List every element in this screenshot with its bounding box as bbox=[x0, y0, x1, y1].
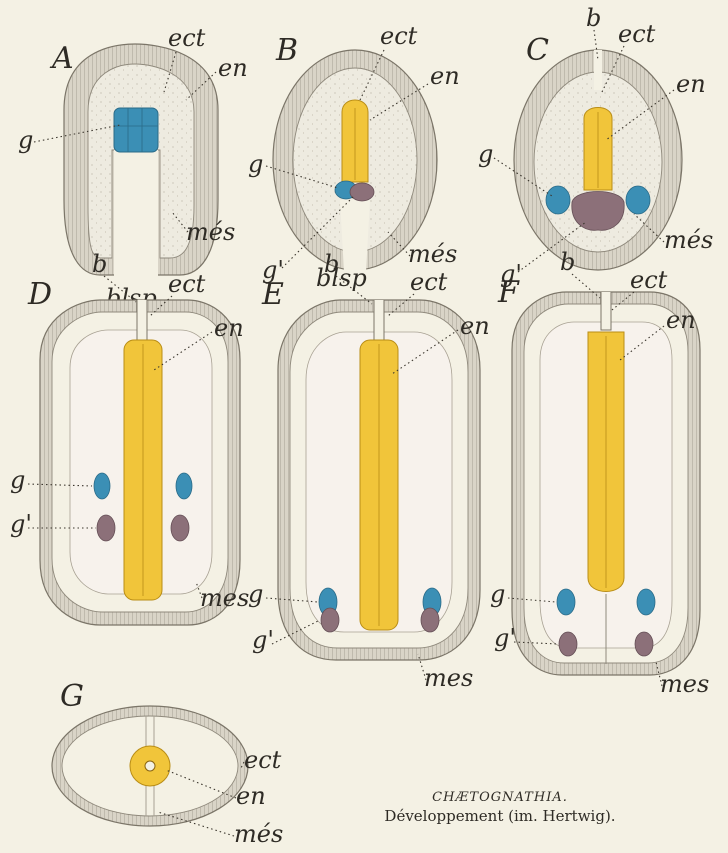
label-ect: ect bbox=[168, 24, 206, 52]
figure-d: D b ect en g g' mes bbox=[10, 250, 249, 625]
stomodeum bbox=[601, 292, 611, 330]
germ-cell-g-left bbox=[557, 589, 575, 615]
germ-cell-g-prime-right bbox=[171, 515, 189, 541]
figure-letter: D bbox=[27, 277, 52, 312]
gut-lumen bbox=[145, 761, 155, 771]
figure-g: G ect en més bbox=[52, 679, 283, 848]
label-en: en bbox=[666, 306, 696, 334]
blastopore-channel bbox=[340, 200, 370, 272]
figure-a: A ect en g més blsp bbox=[18, 24, 248, 312]
label-g: g bbox=[18, 126, 33, 154]
germ-cell-g-right bbox=[176, 473, 192, 499]
germ-cell-g-right bbox=[626, 186, 650, 214]
stomodeum bbox=[374, 300, 384, 340]
figure-c: C b ect en g g' més bbox=[478, 4, 713, 288]
label-ect: ect bbox=[244, 746, 282, 774]
label-ect: ect bbox=[168, 270, 206, 298]
label-en: en bbox=[218, 54, 248, 82]
label-en: en bbox=[430, 62, 460, 90]
label-en: en bbox=[236, 782, 266, 810]
germ-cell-g-prime-left bbox=[559, 632, 577, 656]
figure-letter: E bbox=[261, 277, 284, 312]
label-mes: més bbox=[408, 240, 457, 268]
figure-letter: A bbox=[49, 41, 74, 76]
figure-b: B ect en g g' més blsp bbox=[248, 22, 460, 292]
caption-title: CHÆTOGNATHIA. bbox=[300, 790, 700, 805]
label-mes: mes bbox=[200, 584, 249, 612]
germ-cell-g-left bbox=[94, 473, 110, 499]
label-mes: mes bbox=[660, 670, 709, 698]
label-mes: més bbox=[234, 820, 283, 848]
label-en: en bbox=[676, 70, 706, 98]
label-g-prime: g' bbox=[252, 626, 274, 654]
label-b: b bbox=[560, 248, 575, 276]
label-b: b bbox=[92, 250, 107, 278]
endoderm-block bbox=[114, 108, 158, 152]
label-g: g bbox=[490, 580, 505, 608]
germ-cell-g-prime-right bbox=[635, 632, 653, 656]
label-en: en bbox=[214, 314, 244, 342]
germ-cell-g-prime bbox=[350, 183, 374, 201]
label-b: b bbox=[324, 250, 339, 278]
germ-cell-g-prime-left bbox=[97, 515, 115, 541]
stomodeum bbox=[137, 300, 147, 340]
label-b: b bbox=[586, 4, 601, 32]
figure-letter: C bbox=[526, 33, 549, 68]
figure-f: F b ect en g g' mes bbox=[490, 248, 709, 698]
germ-cell-g-prime-right bbox=[421, 608, 439, 632]
label-mes: més bbox=[186, 218, 235, 246]
label-g-prime: g' bbox=[10, 510, 32, 538]
label-g: g bbox=[10, 466, 25, 494]
label-en: en bbox=[460, 312, 490, 340]
label-g: g bbox=[248, 150, 263, 178]
figure-letter: B bbox=[275, 33, 298, 68]
germ-cell-g-left bbox=[546, 186, 570, 214]
label-mes: mes bbox=[424, 664, 473, 692]
label-g-prime: g' bbox=[494, 624, 516, 652]
label-mes: més bbox=[664, 226, 713, 254]
label-ect: ect bbox=[380, 22, 418, 50]
figure-e: E b ect en g g' mes bbox=[248, 250, 490, 692]
blastopore-channel bbox=[114, 150, 158, 280]
blastopore-b bbox=[594, 50, 602, 90]
figure-letter: G bbox=[60, 679, 84, 714]
label-ect: ect bbox=[410, 268, 448, 296]
germ-cell-g-prime bbox=[572, 192, 624, 231]
label-ect: ect bbox=[630, 266, 668, 294]
figure-letter: F bbox=[497, 275, 520, 310]
caption-subtitle: Développement (im. Hertwig). bbox=[300, 807, 700, 825]
germ-cell-g-prime-left bbox=[321, 608, 339, 632]
germ-cell-g-right bbox=[637, 589, 655, 615]
label-g: g bbox=[248, 580, 263, 608]
plate-caption: CHÆTOGNATHIA. Développement (im. Hertwig… bbox=[300, 790, 700, 825]
label-g: g bbox=[478, 140, 493, 168]
label-ect: ect bbox=[618, 20, 656, 48]
